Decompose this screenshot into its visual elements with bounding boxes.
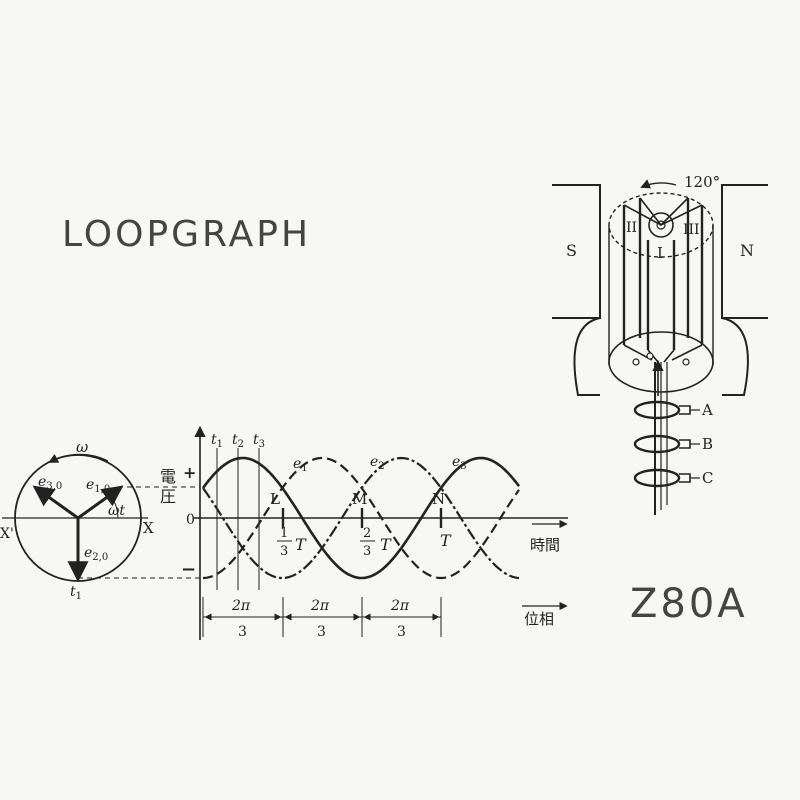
voltage-label-2: 圧 bbox=[160, 487, 176, 506]
t1-marker-label: t1 bbox=[211, 432, 223, 450]
coil-1-label: I bbox=[657, 244, 663, 262]
rotation-arrow-top bbox=[640, 179, 677, 189]
t3-marker-label: t3 bbox=[253, 432, 265, 450]
t1-phasor-label: t1 bbox=[70, 584, 82, 602]
angle-arc bbox=[110, 495, 119, 519]
point-m-label: M bbox=[352, 490, 367, 508]
curve-e2-label: e2 bbox=[370, 454, 385, 472]
svg-text:T: T bbox=[295, 535, 307, 554]
time-label: 時間 bbox=[530, 536, 560, 554]
brand-stamp: LOOPGRAPH bbox=[62, 214, 311, 255]
shaft-top bbox=[648, 212, 674, 238]
phase-interval-1: 2π 3 bbox=[231, 598, 251, 640]
coil-3-label: III bbox=[683, 222, 700, 238]
pole-s-shoe bbox=[573, 317, 601, 396]
phase-label: 位相 bbox=[524, 610, 554, 628]
pole-s-label: S bbox=[566, 241, 577, 260]
svg-text:3: 3 bbox=[317, 624, 326, 640]
brush-a bbox=[679, 405, 691, 415]
svg-text:3: 3 bbox=[280, 544, 288, 559]
period-full: T bbox=[440, 531, 452, 550]
e1-phasor-label: e1,0 bbox=[86, 477, 110, 495]
e3-phasor-label: e3,0 bbox=[38, 474, 62, 492]
period-one-third: 1 3 T bbox=[277, 526, 307, 559]
voltage-label-1: 電 bbox=[160, 467, 176, 486]
svg-text:2π: 2π bbox=[231, 598, 251, 614]
x-prime-label: X' bbox=[0, 526, 14, 542]
generator-labels: 120° S N I II III A B C bbox=[566, 173, 754, 487]
ring-a-label: A bbox=[701, 401, 713, 419]
generator-illustration bbox=[552, 179, 768, 515]
pole-n-label: N bbox=[740, 241, 754, 260]
t2-marker-label: t2 bbox=[232, 432, 244, 450]
coil-1-winding bbox=[646, 240, 676, 350]
pole-n-shoe bbox=[721, 317, 749, 396]
phasor-diagram: ω ωt X' X e3,0 e1,0 e2,0 t1 bbox=[0, 438, 200, 602]
slip-ring-c bbox=[633, 468, 681, 488]
svg-text:3: 3 bbox=[397, 624, 406, 640]
curve-e3-label: e3 bbox=[452, 454, 467, 472]
curve-e1 bbox=[201, 456, 521, 580]
angle-label: 120° bbox=[684, 173, 720, 191]
coil-bottom-links bbox=[623, 344, 703, 363]
minus-sign: − bbox=[181, 559, 196, 580]
svg-text:2: 2 bbox=[363, 526, 371, 541]
phasor-e3 bbox=[32, 485, 79, 520]
shaft-center bbox=[656, 220, 666, 230]
point-l-label: L bbox=[270, 490, 280, 508]
coil-top-links bbox=[623, 197, 703, 227]
svg-text:3: 3 bbox=[363, 544, 371, 559]
phasor-e1 bbox=[77, 485, 124, 520]
omega-t-label: ωt bbox=[108, 503, 125, 519]
coil-2-winding bbox=[622, 198, 642, 345]
terminal-dot-3 bbox=[682, 358, 690, 366]
coil-2-label: II bbox=[626, 220, 637, 236]
x-label: X bbox=[143, 519, 154, 537]
e2-phasor-label: e2,0 bbox=[84, 545, 108, 563]
brush-c bbox=[679, 473, 691, 483]
terminal-dot-1 bbox=[632, 358, 640, 366]
point-n-label: N bbox=[432, 490, 445, 508]
terminal-dot-2 bbox=[646, 352, 654, 360]
phase-interval-3: 2π 3 bbox=[390, 598, 410, 640]
curve-e3 bbox=[202, 456, 520, 580]
ring-b-label: B bbox=[702, 435, 713, 453]
svg-text:1: 1 bbox=[280, 526, 288, 541]
svg-text:2π: 2π bbox=[390, 598, 410, 614]
ring-c-label: C bbox=[702, 469, 713, 487]
phase-interval-2: 2π 3 bbox=[310, 598, 330, 640]
code-stamp: Z80A bbox=[630, 581, 748, 627]
svg-text:2π: 2π bbox=[310, 598, 330, 614]
plus-sign: + bbox=[183, 463, 196, 482]
slip-ring-a bbox=[633, 400, 681, 420]
coil-3-winding bbox=[686, 198, 704, 345]
rotation-arrow bbox=[48, 453, 109, 463]
period-two-thirds: 2 3 T bbox=[360, 526, 392, 559]
brush-b bbox=[679, 439, 691, 449]
svg-text:T: T bbox=[380, 535, 392, 554]
waveform-graph: 電 圧 + − 0 時間 e1 e2 e3 t1 t2 t3 L M N 1 bbox=[160, 425, 568, 640]
curve-e1-label: e1 bbox=[293, 456, 308, 474]
zero-label: 0 bbox=[186, 512, 195, 528]
omega-label: ω bbox=[76, 438, 88, 456]
svg-text:3: 3 bbox=[238, 624, 247, 640]
slip-ring-b bbox=[633, 434, 681, 454]
